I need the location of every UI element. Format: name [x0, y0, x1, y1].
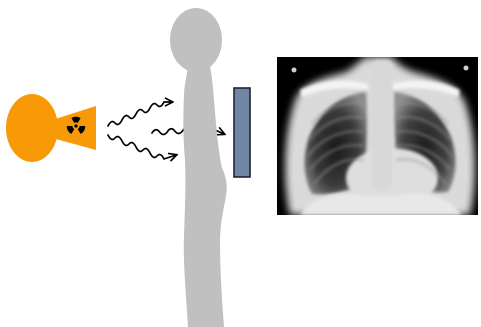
patient-head — [170, 8, 222, 72]
radiograph-marker-right — [464, 66, 469, 71]
radiograph-marker-left — [292, 68, 297, 73]
xray-source-icon — [6, 94, 58, 162]
xray-source — [6, 94, 96, 162]
xray-source-cone — [52, 106, 96, 150]
xray-ray-upper — [108, 102, 172, 126]
xray-ray-lower — [108, 135, 176, 159]
human-silhouette-side-view — [170, 8, 227, 327]
radiograph-spine — [372, 60, 392, 190]
chest-xray-image — [277, 57, 478, 215]
patient-body — [183, 66, 226, 327]
detector-plate — [234, 88, 250, 177]
